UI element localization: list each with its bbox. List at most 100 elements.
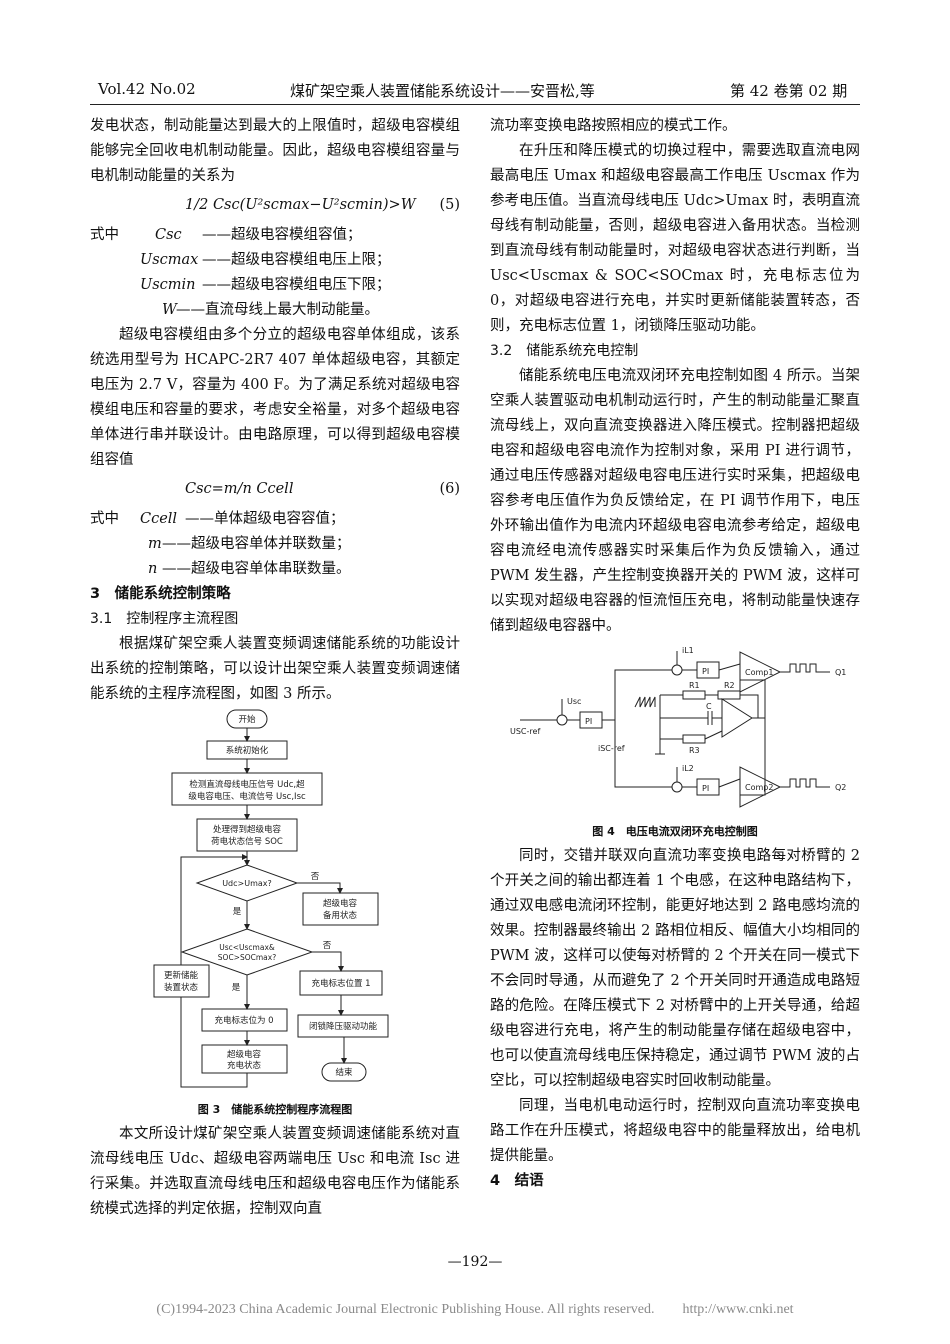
- equation-5: 1/2 Csc(U²scmax−U²scmin)>W (5): [90, 189, 460, 223]
- subsection-heading: 3.1 控制程序主流程图: [90, 611, 239, 627]
- process-label: 荷电状态信号 SOC: [211, 836, 283, 847]
- definition-symbol: n: [148, 561, 158, 577]
- detect-label: 级电容电压、电流信号 Usc,Isc: [188, 791, 306, 802]
- q2-label: Q2: [835, 783, 846, 792]
- init-label: 系统初始化: [226, 745, 269, 756]
- update-label: 更新储能: [164, 970, 199, 981]
- standby-label: 备用状态: [323, 910, 358, 921]
- summer-voltage: [556, 714, 568, 726]
- definition-row: W ——直流母线上最大制动能量。: [90, 298, 460, 323]
- decision-2-label: SOC>SOCmax?: [218, 953, 276, 962]
- right-column: 流功率变换电路按照相应的模式工作。 在升压和降压模式的切换过程中，需要选取直流电…: [490, 114, 860, 1194]
- page-number: —192—: [447, 1254, 503, 1270]
- definition-text: ——超级电容单体并联数量；: [162, 536, 351, 552]
- definition-text: ——超级电容模组电压上限；: [202, 252, 391, 268]
- no-label: 否: [311, 872, 320, 882]
- charge-label: 充电状态: [227, 1060, 262, 1071]
- summer-current-1: [671, 664, 683, 676]
- r1-label: R1: [689, 681, 700, 690]
- pi-label: PI: [702, 667, 709, 676]
- definition-row: 式中 Csc ——超级电容模组容值；: [90, 223, 460, 248]
- definition-symbol: Csc: [155, 227, 182, 243]
- equation-body: 1/2 Csc(U²scmax−U²scmin)>W: [185, 197, 416, 213]
- definition-symbol: Ccell: [140, 511, 178, 527]
- q1-label: Q1: [835, 668, 846, 677]
- section-heading: 4 结语: [490, 1173, 544, 1189]
- no-label: 否: [323, 941, 332, 951]
- left-column: 发电状态，制动能量达到最大的上限值时，超级电容模组能够完全回收电机制动能量。因此…: [90, 114, 460, 1222]
- definition-text: ——超级电容模组容值；: [202, 227, 362, 243]
- il2-label: iL2: [682, 764, 694, 773]
- header-title: 煤矿架空乘人装置储能系统设计——安晋松,等: [290, 82, 595, 100]
- update-label: 装置状态: [164, 982, 199, 993]
- figure-4-caption: 图 4 电压电流双闭环充电控制图: [592, 825, 758, 838]
- charge-label: 超级电容: [227, 1049, 262, 1060]
- yes-label: 是: [233, 907, 242, 917]
- pi-label: PI: [585, 717, 592, 726]
- lock-label: 闭锁降压驱动功能: [309, 1021, 378, 1032]
- equation-6: Csc=m/n Ccell (6): [90, 473, 460, 507]
- detect-label: 检测直流母线电压信号 Udc,超: [189, 779, 305, 790]
- uscref-label: USC-ref: [510, 727, 540, 736]
- process-label: 处理得到超级电容: [213, 824, 282, 835]
- paragraph: 本文所设计煤矿架空乘人装置变频调速储能系统对直流母线电压 Udc、超级电容两端电…: [90, 1126, 460, 1217]
- definition-text: ——直流母线上最大制动能量。: [176, 302, 379, 318]
- pi-label: PI: [702, 784, 709, 793]
- decision-2: [180, 928, 314, 976]
- inverter-opamp: [721, 698, 753, 738]
- paragraph: 根据煤矿架空乘人装置变频调速储能系统的功能设计出系统的控制策略，可以设计出架空乘…: [90, 636, 460, 702]
- subsection-heading: 3.2 储能系统充电控制: [490, 343, 639, 359]
- definition-row: Uscmin ——超级电容模组电压下限；: [90, 273, 460, 298]
- c-label: C: [706, 702, 712, 711]
- header-volume: Vol.42 No.02: [98, 80, 196, 98]
- paragraph: 同时，交错并联双向直流功率变换电路每对桥臂的 2 个开关之间的输出都连着 1 个…: [490, 848, 860, 1089]
- paragraph: 同理，当电机电动运行时，控制双向直流功率变换电路工作在升压模式，将超级电容中的能…: [490, 1098, 860, 1164]
- definition-lead: 式中: [90, 511, 119, 527]
- decision-2-label: Usc<Uscmax&: [219, 943, 275, 952]
- header-rule: [90, 104, 860, 105]
- definition-text: ——单体超级电容容值；: [185, 511, 345, 527]
- definition-symbol: m: [148, 536, 162, 552]
- iscref-label: iSC-ref: [598, 744, 625, 753]
- comp2: [739, 766, 782, 808]
- resistor-r2: [717, 690, 741, 700]
- definition-symbol: Uscmax: [140, 252, 199, 268]
- r3-label: R3: [689, 746, 700, 755]
- header-issue: 第 42 卷第 02 期: [730, 82, 848, 100]
- definition-text: ——超级电容单体串联数量。: [162, 561, 351, 577]
- flag1-label: 充电标志位置 1: [311, 978, 370, 989]
- yes-label: 是: [232, 983, 241, 993]
- r2-label: R2: [724, 681, 735, 690]
- definition-symbol: Uscmin: [140, 277, 196, 293]
- control-circuit-figure: USC-ref Usc PI PI PI iL1 iL2 iSC-ref Com…: [510, 646, 846, 808]
- definition-lead: 式中: [90, 227, 119, 243]
- end-label: 结束: [335, 1067, 353, 1078]
- figure-3-caption: 图 3 储能系统控制程序流程图: [197, 1103, 353, 1116]
- copyright-line: (C)1994-2023 China Academic Journal Elec…: [156, 1302, 794, 1317]
- paragraph: 超级电容模组由多个分立的超级电容单体组成，该系统选用型号为 HCAPC-2R7 …: [90, 327, 460, 468]
- equation-body: Csc=m/n Ccell: [185, 481, 294, 497]
- paragraph: 流功率变换电路按照相应的模式工作。: [490, 118, 737, 134]
- flag0-label: 充电标志位为 0: [214, 1015, 273, 1026]
- definition-row: 式中 Ccell ——单体超级电容容值；: [90, 507, 460, 532]
- il1-label: iL1: [682, 646, 694, 655]
- comp1: [739, 651, 782, 693]
- equation-number: (6): [439, 481, 460, 497]
- flowchart-figure: 开始 系统初始化 检测直流母线电压信号 Udc,超 级电容电压、电流信号 Usc…: [153, 709, 389, 1088]
- definition-symbol: W: [162, 302, 177, 318]
- usc-label: Usc: [567, 697, 581, 706]
- comp1-label: Comp1: [745, 668, 773, 677]
- definition-row: n ——超级电容单体串联数量。: [90, 557, 460, 582]
- standby-label: 超级电容: [323, 898, 358, 909]
- decision-1-label: Udc>Umax?: [222, 879, 272, 888]
- comp2-label: Comp2: [745, 783, 773, 792]
- start-label: 开始: [238, 714, 256, 725]
- paragraph: 储能系统电压电流双闭环充电控制如图 4 所示。当架空乘人装置驱动电机制动运行时，…: [490, 368, 860, 634]
- paragraph: 发电状态，制动能量达到最大的上限值时，超级电容模组能够完全回收电机制动能量。因此…: [90, 118, 460, 184]
- definition-text: ——超级电容模组电压下限；: [202, 277, 391, 293]
- paragraph: 在升压和降压模式的切换过程中，需要选取直流电网最高电压 Umax 和超级电容最高…: [490, 143, 860, 334]
- equation-number: (5): [439, 197, 460, 213]
- definition-row: m ——超级电容单体并联数量；: [90, 532, 460, 557]
- resistor-r1: [682, 690, 706, 700]
- section-heading: 3 储能系统控制策略: [90, 586, 231, 602]
